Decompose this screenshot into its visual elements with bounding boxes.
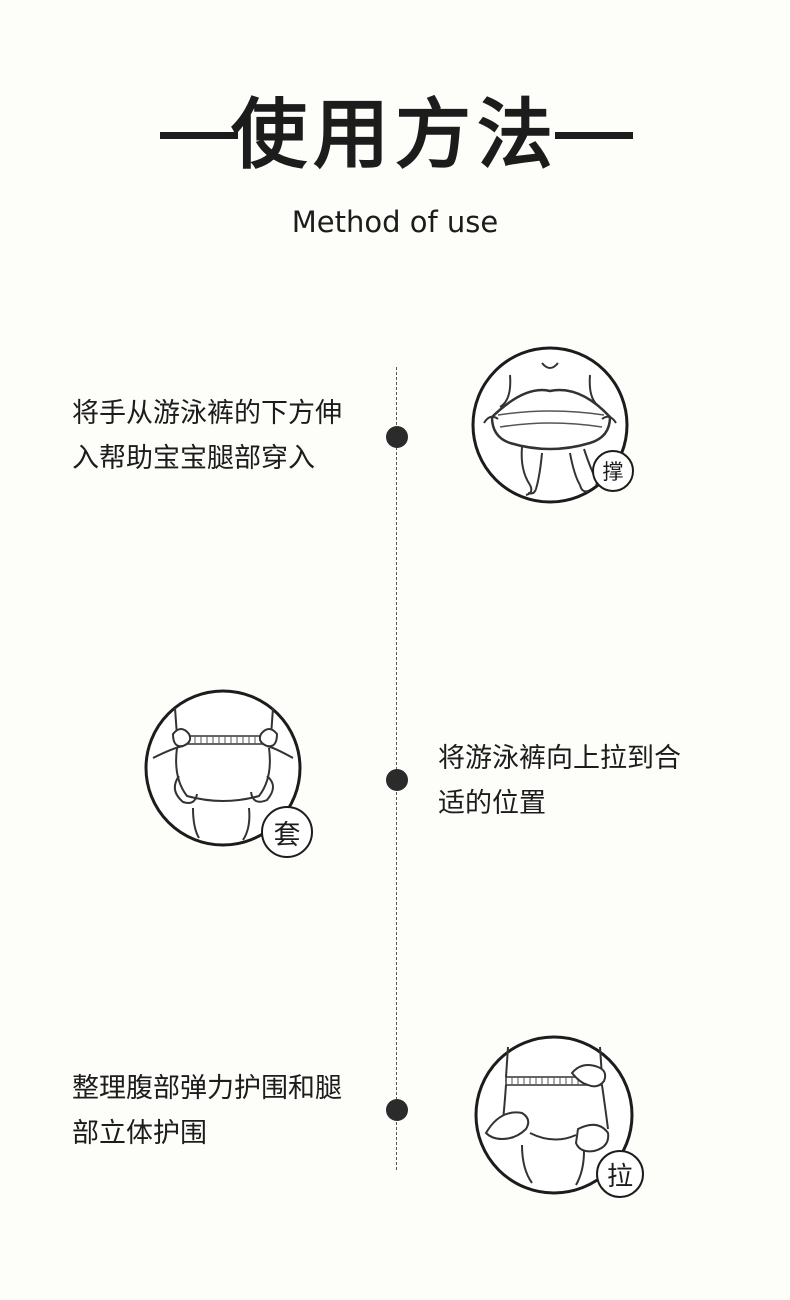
page-title: 使用方法 — [231, 90, 559, 179]
step-3-badge: 拉 — [596, 1150, 644, 1198]
step-1-illustration: 撑 — [470, 345, 640, 515]
step-2-text: 将游泳裤向上拉到合适的位置 — [438, 743, 681, 819]
step-3-illustration: 拉 — [472, 1033, 644, 1203]
timeline-line — [396, 367, 397, 1170]
page-subtitle: Method of use — [291, 205, 499, 239]
timeline-dot-3 — [386, 1099, 408, 1121]
timeline-dot-2 — [386, 769, 408, 791]
timeline-dot-1 — [386, 426, 408, 448]
hands-pull-up-icon — [144, 689, 302, 847]
title-dash-right — [555, 132, 633, 139]
step-3-text: 整理腹部弹力护围和腿部立体护围 — [72, 1073, 342, 1149]
hands-stretch-icon — [471, 346, 629, 504]
step-2-badge: 套 — [261, 806, 313, 858]
title-dash-left — [160, 132, 238, 139]
hands-adjust-waist-icon — [474, 1035, 634, 1195]
step-2-illustration: 套 — [143, 688, 313, 858]
step-1-text: 将手从游泳裤的下方伸入帮助宝宝腿部穿入 — [72, 398, 342, 474]
step-1-badge: 撑 — [592, 450, 634, 492]
title-row: 使用方法 — [0, 85, 790, 185]
